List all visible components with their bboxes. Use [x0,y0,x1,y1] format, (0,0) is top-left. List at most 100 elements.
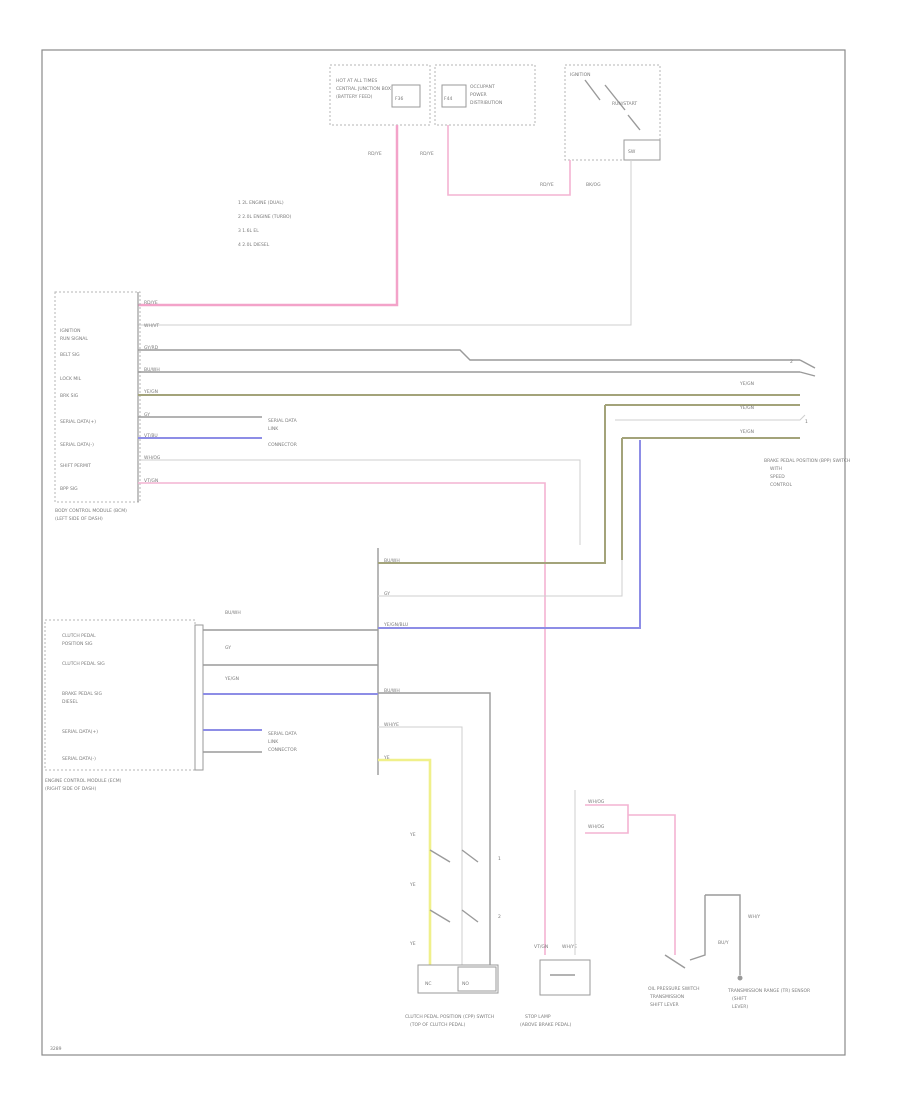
stop-lamp-switch: VT/GN WH/YE STOP LAMP (ABOVE BRAKE PEDAL… [520,944,591,1028]
svg-text:IGNITION: IGNITION [60,328,81,334]
svg-text:WH/YE: WH/YE [384,722,399,728]
svg-text:BELT SIG: BELT SIG [60,352,80,358]
svg-text:SHIFT PERMIT: SHIFT PERMIT [60,463,91,469]
svg-text:RD/YE: RD/YE [540,182,554,188]
shift-label: TRANSMISSION RANGE (TR) SENSOR [727,988,810,994]
svg-text:WH/OG: WH/OG [588,824,605,830]
engine-legend: 1 2L ENGINE (DUAL) 2 2.0L ENGINE (TURBO)… [238,200,292,248]
ignition-switch: IGNITION RUN/START SW [564,64,661,161]
instrument-cluster: BU/Y WH/Y TRANSMISSION RANGE (TR) SENSOR… [689,894,810,1010]
svg-text:YE: YE [383,755,390,761]
svg-text:1: 1 [498,856,501,862]
svg-text:POSITION SIG: POSITION SIG [62,641,93,647]
svg-text:DIESEL: DIESEL [62,699,78,705]
svg-text:1: 1 [805,419,808,425]
svg-text:POWER: POWER [470,92,487,98]
clutch-label: CLUTCH PEDAL POSITION (CPP) SWITCH [405,1014,494,1020]
stop-label: STOP LAMP [525,1014,551,1020]
svg-text:YE/GN: YE/GN [739,429,754,435]
svg-text:GY: GY [225,645,231,651]
ocs-label: OIL PRESSURE SWITCH [648,986,700,992]
diagram-frame [41,49,846,1056]
legend-item: 3 1.6L EL [238,228,259,234]
engine-control-module: CLUTCH PEDAL POSITION SIG CLUTCH PEDAL S… [44,619,204,792]
svg-text:LEVER): LEVER) [732,1004,748,1010]
svg-text:RUN SIGNAL: RUN SIGNAL [60,336,88,342]
svg-text:CLUTCH PEDAL SIG: CLUTCH PEDAL SIG [62,661,105,667]
svg-text:BRAKE PEDAL SIG: BRAKE PEDAL SIG [62,691,102,697]
svg-text:GY: GY [384,591,390,597]
fuse-box-top-mid: OCCUPANT POWER DISTRIBUTION F44 [434,64,536,126]
svg-text:DISTRIBUTION: DISTRIBUTION [470,100,502,106]
svg-text:LINK: LINK [268,739,279,745]
svg-text:BU/WH: BU/WH [384,688,400,694]
svg-text:CONNECTOR: CONNECTOR [268,442,297,448]
svg-text:WH/OG: WH/OG [144,455,161,461]
svg-text:BU/Y: BU/Y [718,940,729,946]
svg-text:BU/WH: BU/WH [144,367,160,373]
svg-text:CLUTCH PEDAL: CLUTCH PEDAL [62,633,96,639]
svg-text:SHIFT LEVER: SHIFT LEVER [650,1002,679,1008]
svg-text:LOCK MIL: LOCK MIL [60,376,82,382]
svg-text:LINK: LINK [268,426,279,432]
svg-text:YE/GN: YE/GN [739,405,754,411]
clutch-pedal-switch: NC NO CLUTCH PEDAL POSITION (CPP) SWITCH… [405,849,499,1028]
svg-text:VT/BU: VT/BU [144,433,158,439]
svg-text:CENTRAL JUNCTION BOX: CENTRAL JUNCTION BOX [336,86,391,92]
svg-text:GY/RD: GY/RD [144,345,159,351]
bcm-label: BODY CONTROL MODULE (BCM) [55,508,127,514]
ecm-label: ENGINE CONTROL MODULE (ECM) [45,778,122,784]
svg-text:RD/YE: RD/YE [368,151,382,157]
svg-text:RUN/START: RUN/START [612,101,637,107]
svg-text:WH/YE: WH/YE [562,944,577,950]
svg-text:YE: YE [409,882,416,888]
svg-text:CONNECTOR: CONNECTOR [268,747,297,753]
svg-text:IGNITION: IGNITION [570,72,591,78]
svg-text:WH/VT: WH/VT [144,323,159,329]
oil-pressure-switch: WH/OG WH/OG OIL PRESSURE SWITCH TRANSMIS… [585,799,700,1008]
diagram-code: 3289 [50,1046,62,1052]
svg-text:WH/Y: WH/Y [748,914,760,920]
svg-text:TRANSMISSION: TRANSMISSION [649,994,684,1000]
svg-text:2: 2 [498,914,501,920]
svg-text:(LEFT SIDE OF DASH): (LEFT SIDE OF DASH) [55,516,103,522]
svg-text:YE/GN: YE/GN [143,389,158,395]
svg-text:(ABOVE BRAKE PEDAL): (ABOVE BRAKE PEDAL) [520,1022,572,1028]
svg-text:BU/WH: BU/WH [384,558,400,564]
svg-text:2: 2 [790,359,793,365]
svg-text:CONTROL: CONTROL [770,482,792,488]
svg-text:(BATTERY FEED): (BATTERY FEED) [336,94,373,100]
svg-text:SERIAL DATA: SERIAL DATA [268,731,298,737]
legend-item: 2 2.0L ENGINE (TURBO) [238,214,292,220]
svg-text:F36: F36 [395,96,403,102]
svg-text:YE/GN/BLU: YE/GN/BLU [383,622,408,628]
svg-text:BK/OG: BK/OG [586,182,601,188]
svg-text:YE/GN: YE/GN [739,381,754,387]
svg-text:SW: SW [628,149,636,155]
svg-text:BPP SIG: BPP SIG [60,486,78,492]
svg-text:HOT AT ALL TIMES: HOT AT ALL TIMES [336,78,377,84]
svg-text:SERIAL DATA(-): SERIAL DATA(-) [62,756,96,762]
svg-text:NC: NC [425,981,432,987]
legend-item: 4 2.0L DIESEL [238,242,270,248]
svg-text:YE/GN: YE/GN [224,676,239,682]
svg-text:WITH: WITH [770,466,782,472]
svg-text:(TOP OF CLUTCH PEDAL): (TOP OF CLUTCH PEDAL) [410,1022,465,1028]
svg-text:SERIAL DATA: SERIAL DATA [268,418,298,424]
body-control-module: IGNITION RUN SIGNAL BELT SIG LOCK MIL BR… [54,291,141,522]
legend-item: 1 2L ENGINE (DUAL) [238,200,284,206]
svg-text:SERIAL DATA(-): SERIAL DATA(-) [60,442,94,448]
brake-label: BRAKE PEDAL POSITION (BPP) SWITCH [764,458,850,464]
svg-text:OCCUPANT: OCCUPANT [470,84,495,90]
svg-text:(RIGHT SIDE OF DASH): (RIGHT SIDE OF DASH) [45,786,96,792]
svg-text:SERIAL DATA(+): SERIAL DATA(+) [62,729,98,735]
svg-text:BRK SIG: BRK SIG [60,393,79,399]
svg-text:VT/GN: VT/GN [144,478,158,484]
svg-text:RD/YE: RD/YE [144,300,158,306]
svg-text:GY: GY [144,412,150,418]
svg-text:YE: YE [409,941,416,947]
svg-text:RD/YE: RD/YE [420,151,434,157]
svg-text:YE: YE [409,832,416,838]
svg-text:SPEED: SPEED [770,474,785,480]
